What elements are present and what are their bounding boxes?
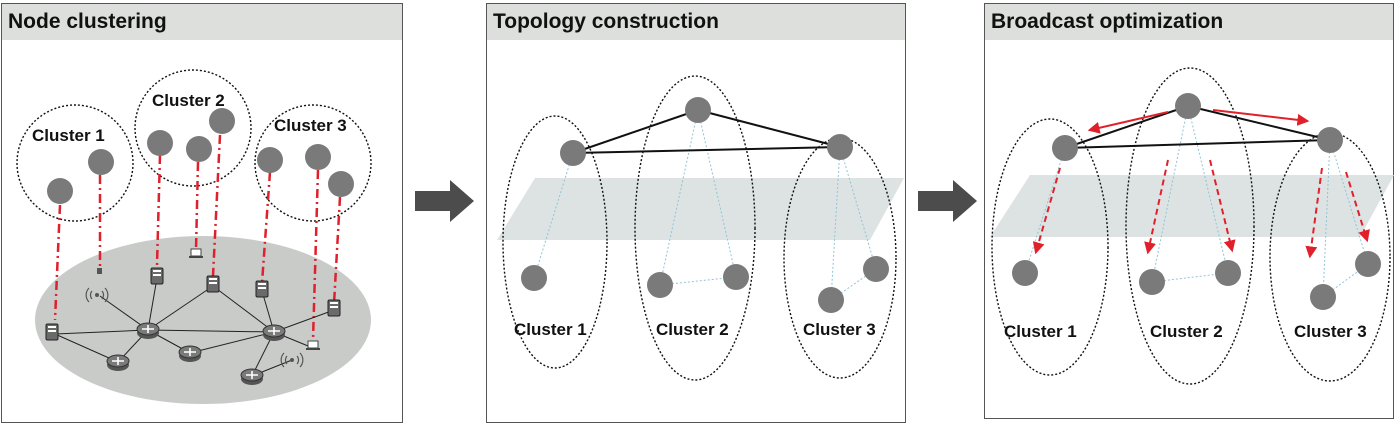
cluster-label: Cluster 3 [803,320,876,339]
cluster-1-outline [16,104,134,222]
panel-title: Node clustering [8,10,167,33]
panel-header: Broadcast optimization [985,4,1393,40]
flow-arrow-icon [918,180,977,222]
panel-header: Topology construction [487,4,905,40]
cluster-label: Cluster 2 [152,91,225,110]
server-icon [150,267,164,285]
cluster-label: Cluster 1 [514,320,587,339]
router-icon [178,345,202,363]
broadcast-nodes [1012,93,1381,310]
cluster-2-outline [634,75,756,381]
broadcast-optimization-diagram: Cluster 1 Cluster 2 Cluster 3 [990,67,1394,385]
server-icon [45,323,59,341]
cluster-label: Cluster 1 [32,126,105,145]
device-icon [97,268,102,274]
flow-arrow-icon [415,180,474,222]
node-clustering-diagram: Cluster 1 Cluster 2 Cluster 3 [16,69,372,404]
server-icon [255,280,269,298]
cluster-1-outline [502,115,608,369]
server-icon [206,275,220,293]
topology-nodes [521,97,889,313]
cluster-2-outline [134,69,252,187]
cluster-2-outline [1125,67,1255,385]
mapping-lines [53,134,342,341]
cluster-label: Cluster 2 [656,320,729,339]
physical-network-ground [35,236,371,404]
router-icon [240,368,264,386]
broadcast-arrows [1032,109,1370,259]
physical-links [54,277,335,377]
cluster-label: Cluster 1 [1004,322,1077,341]
panel-title: Broadcast optimization [991,10,1224,33]
laptop-icon [305,340,321,350]
laptop-icon [188,248,204,258]
cluster-label: Cluster 3 [274,116,347,135]
topology-construction-diagram: Cluster 1 Cluster 2 Cluster 3 [497,75,904,381]
cluster-nodes [47,108,354,204]
substrate-plane [497,178,904,240]
router-icon [136,322,160,340]
cluster-label: Cluster 3 [1294,322,1367,341]
cluster-3-outline [254,104,372,222]
router-icon [262,324,286,342]
panel-title: Topology construction [493,10,719,33]
server-icon [327,299,341,317]
panel-header: Node clustering [2,4,402,40]
router-icon [106,354,130,372]
cluster-1-outline [991,118,1109,376]
substrate-plane [990,175,1394,237]
cluster-label: Cluster 2 [1150,322,1223,341]
cluster-3-outline [1269,132,1391,382]
inter-cluster-links [572,109,841,154]
intra-cluster-links [533,109,877,301]
